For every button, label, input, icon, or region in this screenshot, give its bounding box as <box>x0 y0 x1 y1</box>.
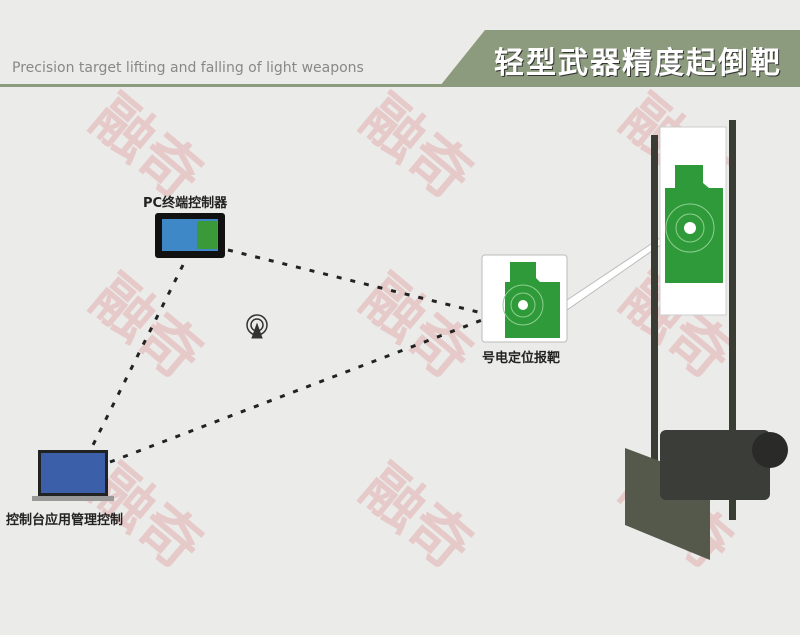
target-card <box>481 237 663 343</box>
header-band <box>440 30 800 86</box>
console-label: 控制台应用管理控制 <box>6 513 124 528</box>
pc-controller-device <box>155 213 225 258</box>
page-subtitle: Precision target lifting and falling of … <box>12 60 364 76</box>
wireless-links <box>86 248 483 464</box>
laptop-console <box>32 450 114 501</box>
page-title: 轻型武器精度起倒靶 <box>494 46 782 81</box>
target-label: 号电定位报靶 <box>482 351 561 366</box>
pc-controller-label: PC终端控制器 <box>143 196 228 211</box>
antenna-icon <box>246 314 268 339</box>
header-rule <box>0 84 800 87</box>
target-stand <box>625 120 788 560</box>
